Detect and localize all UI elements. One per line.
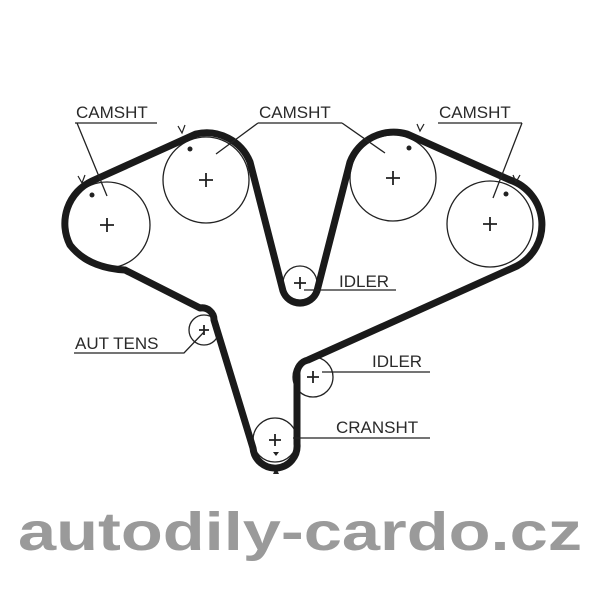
rotation-arrows xyxy=(77,123,521,185)
label-idler-top: IDLER xyxy=(339,272,389,291)
leader-lines xyxy=(74,122,523,439)
label-camshaft-left: CAMSHT xyxy=(76,103,148,122)
label-camshaft-right: CAMSHT xyxy=(439,103,511,122)
label-camshaft-center: CAMSHT xyxy=(259,103,331,122)
center-marks xyxy=(100,171,497,446)
label-auto-tensioner: AUT TENS xyxy=(75,334,158,353)
label-idler-right: IDLER xyxy=(372,352,422,371)
watermark: autodily-cardo.cz xyxy=(18,502,582,562)
camshaft-pulley-2 xyxy=(162,136,250,224)
timing-marks xyxy=(89,145,509,474)
label-crankshaft: CRANSHT xyxy=(336,418,418,437)
camshaft-pulley-4 xyxy=(446,180,534,268)
timing-belt xyxy=(61,128,546,472)
